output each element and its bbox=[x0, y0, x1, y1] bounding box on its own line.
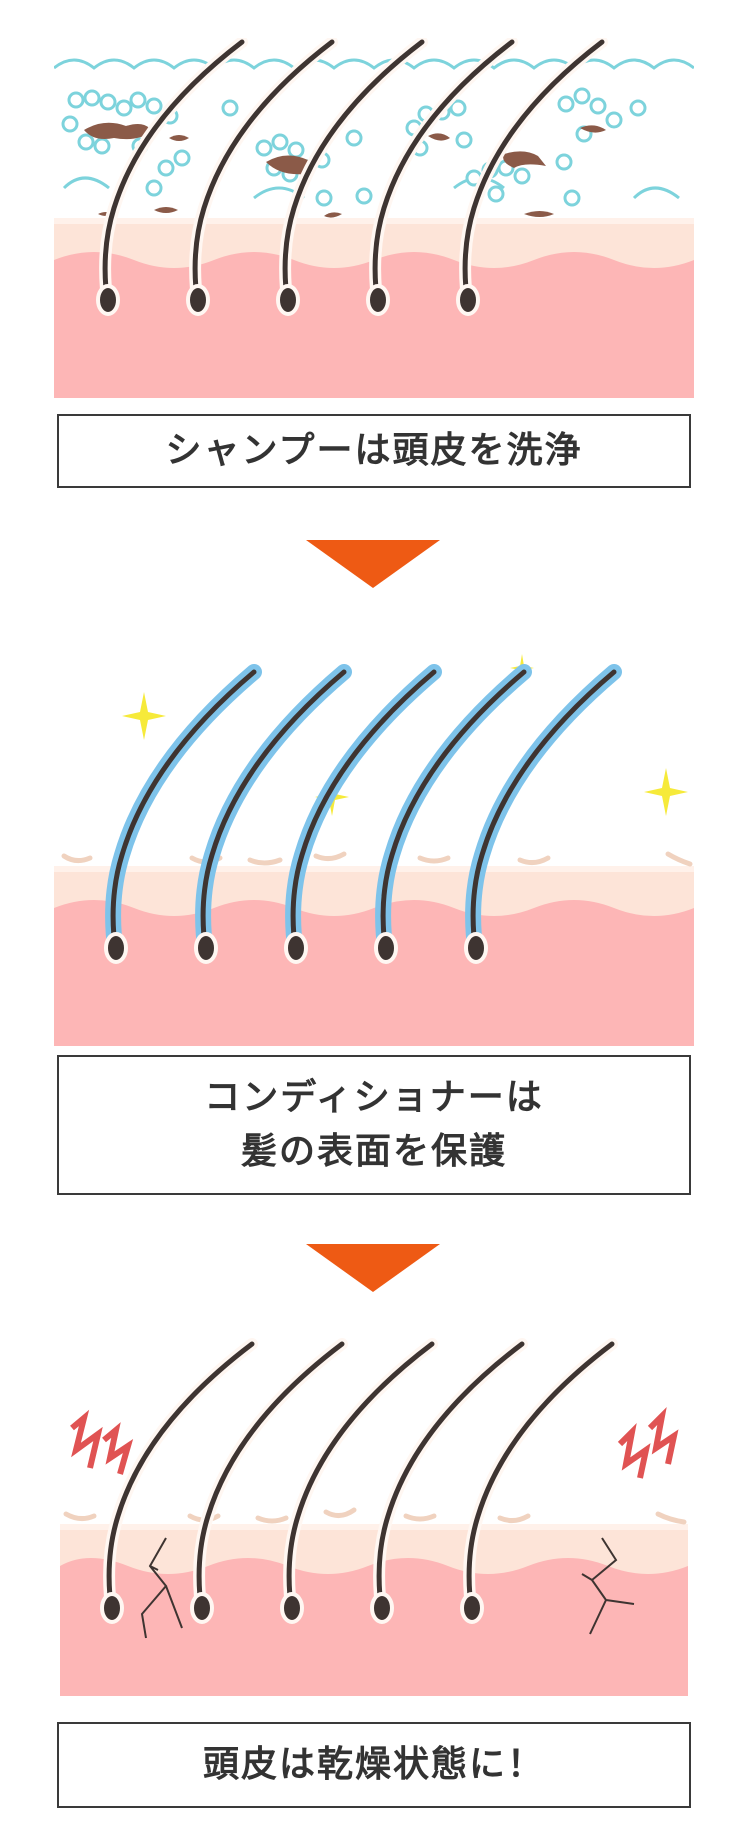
hair-strand bbox=[96, 38, 248, 316]
dry-scalp-caption-text: 頭皮は乾燥状態に！ bbox=[202, 1744, 545, 1785]
hair-strand bbox=[374, 664, 532, 964]
coated-hair-strands bbox=[104, 664, 622, 964]
conditioner-caption-line-2: 髪の表面を保護 bbox=[240, 1131, 507, 1172]
down-arrow-icon bbox=[306, 1244, 440, 1292]
skin-epidermis bbox=[60, 1526, 688, 1574]
hair-strand bbox=[284, 664, 442, 964]
conditioner-hair-illustration bbox=[54, 650, 694, 1046]
foam-outline bbox=[54, 58, 694, 70]
hair-strands bbox=[96, 38, 608, 316]
hair-strand bbox=[194, 664, 352, 964]
dry-scalp-caption-box: 頭皮は乾燥状態に！ bbox=[57, 1722, 691, 1808]
hair-strand bbox=[186, 38, 338, 316]
hair-strand bbox=[366, 38, 518, 316]
hair-strand bbox=[190, 1338, 348, 1624]
conditioner-caption-line-1: コンディショナーは bbox=[204, 1077, 544, 1118]
shampoo-scalp-illustration bbox=[54, 38, 694, 398]
hair-strand bbox=[464, 664, 622, 964]
hair-strand bbox=[100, 1338, 258, 1624]
hair-strand bbox=[276, 38, 428, 316]
hair-strand bbox=[104, 664, 262, 964]
hair-strand bbox=[280, 1338, 438, 1624]
dry-scalp-illustration bbox=[54, 1338, 694, 1704]
shampoo-caption-box: シャンプーは頭皮を洗浄 bbox=[57, 414, 691, 488]
down-arrow-icon bbox=[306, 540, 440, 588]
scalp-flakes bbox=[63, 1507, 687, 1525]
shampoo-caption-text: シャンプーは頭皮を洗浄 bbox=[165, 430, 583, 471]
hair-strand bbox=[460, 1338, 618, 1624]
hair-strands bbox=[100, 1338, 618, 1624]
conditioner-caption-box: コンディショナーは 髪の表面を保護 bbox=[57, 1055, 691, 1195]
hair-strand bbox=[370, 1338, 528, 1624]
scalp-cracks bbox=[140, 1537, 635, 1639]
hair-strand bbox=[456, 38, 608, 316]
scalp-flakes bbox=[61, 851, 693, 867]
irritation-marks bbox=[70, 1407, 679, 1479]
